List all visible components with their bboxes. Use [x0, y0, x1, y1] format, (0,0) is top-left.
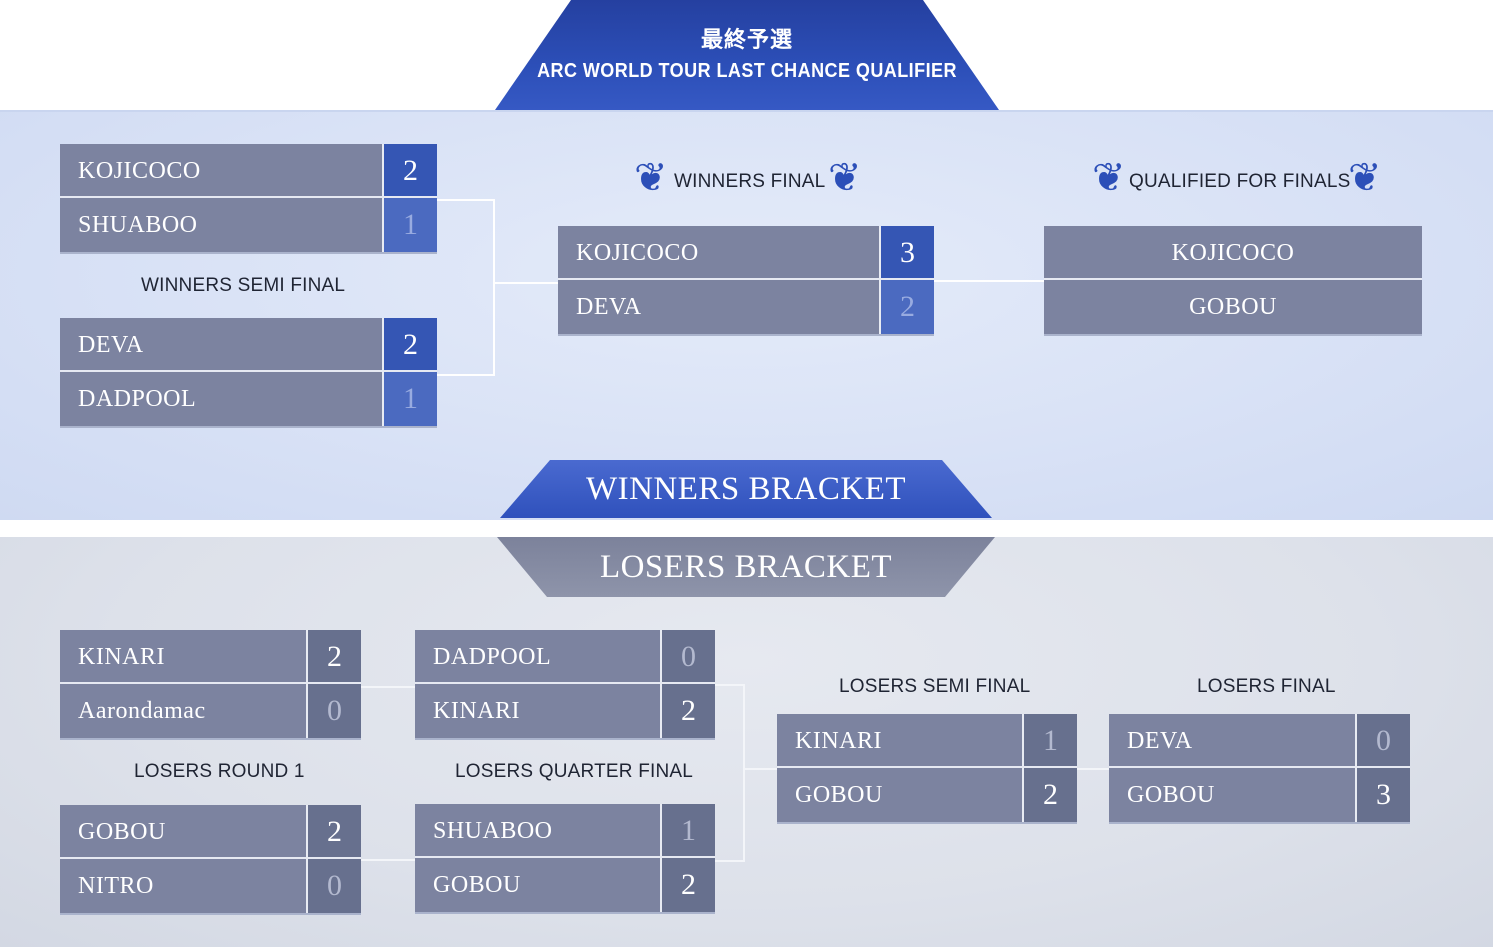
match-row: DEVA 2: [558, 280, 934, 334]
player-name: GOBOU: [415, 858, 660, 912]
player-name: DEVA: [1109, 714, 1355, 766]
laurel-right-icon: ❦: [828, 155, 862, 201]
losers-final-match: DEVA 0 GOBOU 3: [1109, 714, 1410, 822]
winners-semi-match-2: DEVA 2 DADPOOL 1: [60, 318, 437, 426]
match-row: DADPOOL 1: [60, 372, 437, 426]
qualified-box: KOJICOCO GOBOU: [1044, 226, 1422, 334]
match-row: DADPOOL 0: [415, 630, 715, 684]
player-name: SHUABOO: [60, 198, 382, 252]
laurel-left-icon: ❦: [1092, 155, 1126, 201]
player-name: KOJICOCO: [1044, 226, 1422, 278]
qualified-row: GOBOU: [1044, 280, 1422, 334]
losers-round1-label: LOSERS ROUND 1: [134, 761, 305, 782]
match-row: GOBOU 2: [415, 858, 715, 912]
player-score: 1: [660, 804, 715, 856]
match-row: GOBOU 3: [1109, 768, 1410, 822]
connector: [493, 282, 558, 284]
player-name: GOBOU: [60, 805, 306, 857]
match-row: GOBOU 2: [60, 805, 361, 859]
match-row: Aarondamac 0: [60, 684, 361, 738]
player-name: KOJICOCO: [558, 226, 879, 278]
player-name: DADPOOL: [415, 630, 660, 682]
player-score: 0: [306, 684, 361, 738]
player-name: GOBOU: [777, 768, 1022, 822]
player-score: 2: [660, 684, 715, 738]
player-name: KINARI: [415, 684, 660, 738]
player-name: GOBOU: [1109, 768, 1355, 822]
player-name: SHUABOO: [415, 804, 660, 856]
connector: [361, 859, 415, 861]
winners-final-label: WINNERS FINAL: [674, 171, 826, 192]
match-row: KINARI 2: [415, 684, 715, 738]
losers-semi-match: KINARI 1 GOBOU 2: [777, 714, 1077, 822]
winners-semi-label: WINNERS SEMI FINAL: [141, 275, 346, 296]
player-score: 2: [306, 805, 361, 857]
match-row: NITRO 0: [60, 859, 361, 913]
match-row: DEVA 0: [1109, 714, 1410, 768]
player-score: 1: [1022, 714, 1077, 766]
player-name: DEVA: [60, 318, 382, 370]
player-score: 2: [382, 318, 437, 370]
winners-semi-match-1: KOJICOCO 2 SHUABOO 1: [60, 144, 437, 252]
player-name: KOJICOCO: [60, 144, 382, 196]
qualified-row: KOJICOCO: [1044, 226, 1422, 280]
laurel-right-icon: ❦: [1348, 155, 1382, 201]
match-row: SHUABOO 1: [415, 804, 715, 858]
winners-bracket-banner: WINNERS BRACKET: [500, 460, 992, 518]
losers-quarter-match-2: SHUABOO 1 GOBOU 2: [415, 804, 715, 912]
player-score: 0: [660, 630, 715, 682]
connector: [743, 768, 777, 770]
connector: [361, 686, 415, 688]
player-name: Aarondamac: [60, 684, 306, 738]
player-name: GOBOU: [1044, 280, 1422, 334]
title-japanese: 最終予選: [700, 28, 793, 53]
losers-final-label: LOSERS FINAL: [1197, 676, 1336, 697]
connector: [1077, 768, 1109, 770]
laurel-left-icon: ❦: [634, 155, 668, 201]
losers-quarter-match-1: DADPOOL 0 KINARI 2: [415, 630, 715, 738]
losers-semi-label: LOSERS SEMI FINAL: [839, 676, 1031, 697]
connector: [715, 684, 745, 862]
player-name: DEVA: [558, 280, 879, 334]
losers-round1-match-1: KINARI 2 Aarondamac 0: [60, 630, 361, 738]
match-row: GOBOU 2: [777, 768, 1077, 822]
player-score: 0: [306, 859, 361, 913]
player-name: DADPOOL: [60, 372, 382, 426]
player-score: 1: [382, 372, 437, 426]
player-score: 2: [660, 858, 715, 912]
player-score: 2: [382, 144, 437, 196]
player-score: 2: [879, 280, 934, 334]
match-row: KINARI 1: [777, 714, 1077, 768]
player-score: 3: [879, 226, 934, 278]
losers-round1-match-2: GOBOU 2 NITRO 0: [60, 805, 361, 913]
player-score: 1: [382, 198, 437, 252]
losers-bracket-banner: LOSERS BRACKET: [497, 537, 995, 597]
player-score: 2: [1022, 768, 1077, 822]
tournament-header: 最終予選 ARC WORLD TOUR LAST CHANCE QUALIFIE…: [495, 0, 999, 110]
title-english: ARC WORLD TOUR LAST CHANCE QUALIFIER: [537, 60, 957, 82]
match-row: KOJICOCO 2: [60, 144, 437, 198]
player-score: 3: [1355, 768, 1410, 822]
player-name: NITRO: [60, 859, 306, 913]
losers-quarter-label: LOSERS QUARTER FINAL: [455, 761, 694, 782]
player-score: 2: [306, 630, 361, 682]
match-row: SHUABOO 1: [60, 198, 437, 252]
connector: [437, 199, 495, 376]
winners-final-match: KOJICOCO 3 DEVA 2: [558, 226, 934, 334]
match-row: KOJICOCO 3: [558, 226, 934, 280]
player-score: 0: [1355, 714, 1410, 766]
player-name: KINARI: [60, 630, 306, 682]
connector: [934, 280, 1044, 282]
qualified-label: QUALIFIED FOR FINALS: [1129, 171, 1351, 192]
player-name: KINARI: [777, 714, 1022, 766]
match-row: DEVA 2: [60, 318, 437, 372]
match-row: KINARI 2: [60, 630, 361, 684]
